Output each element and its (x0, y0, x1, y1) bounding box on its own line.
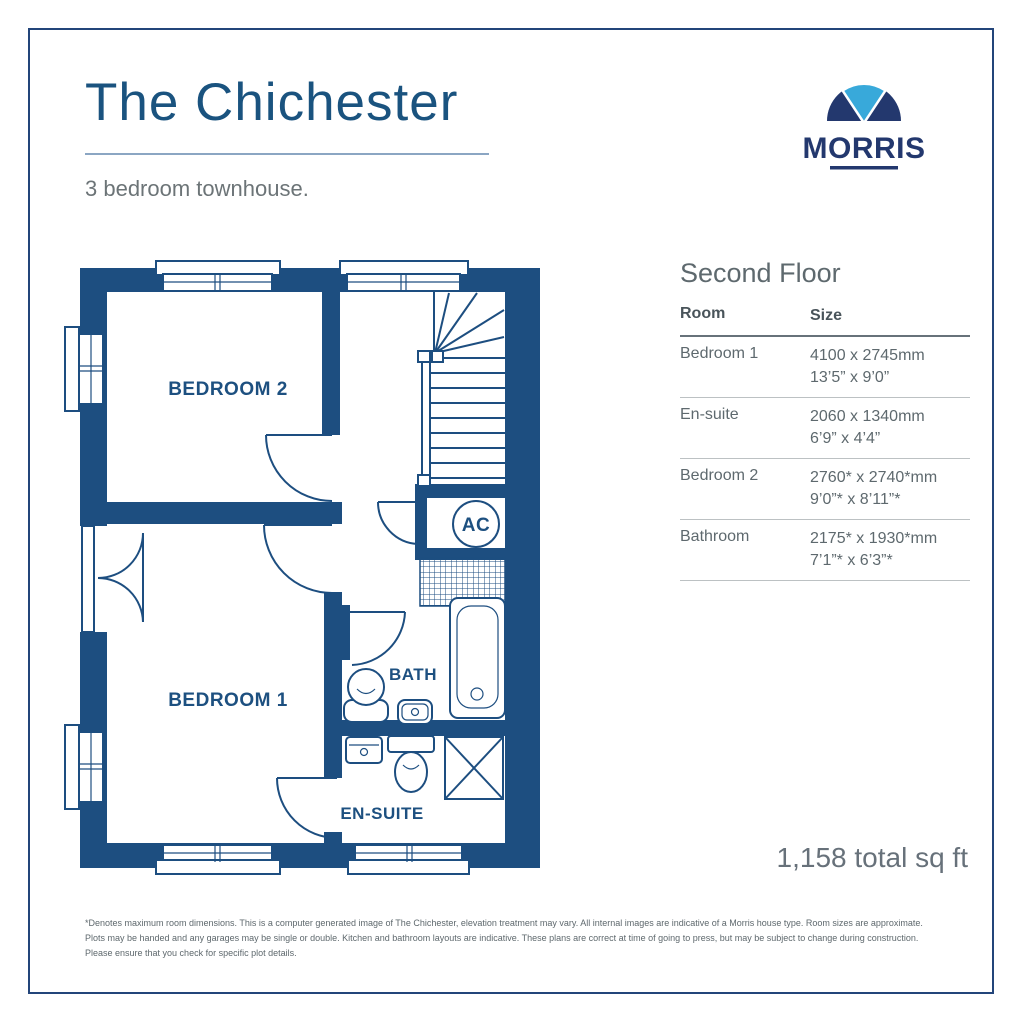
window (347, 844, 470, 875)
sink-icon (397, 699, 433, 725)
door-swing (265, 434, 333, 502)
shower-icon (444, 736, 504, 800)
bathtub-icon (449, 597, 506, 719)
table-row: Bedroom 2 2760* x 2740*mm 9’0”* x 8’11”* (680, 459, 970, 520)
ac-cupboard: AC (452, 500, 500, 548)
door-swing (276, 777, 338, 839)
column-header-room: Room (680, 305, 726, 322)
stair-handrail (421, 359, 431, 479)
bedroom1-label: BEDROOM 1 (168, 690, 288, 711)
sink-icon (345, 736, 383, 764)
table-row: Bathroom 2175* x 1930*mm 7’1”* x 6’3”* (680, 520, 970, 581)
door-swing (350, 611, 406, 666)
ensuite-label: EN-SUITE (340, 804, 423, 823)
window (155, 844, 281, 875)
window (155, 260, 281, 292)
room-size: 2760* x 2740*mm 9’0”* x 8’11”* (810, 469, 938, 508)
room-name: Bathroom (680, 528, 750, 545)
room-name: Bedroom 2 (680, 467, 759, 484)
table-row: En-suite 2060 x 1340mm 6’9” x 4’4” (680, 398, 970, 459)
french-doors (80, 525, 144, 633)
room-size: 2060 x 1340mm 6’9” x 4’4” (810, 408, 925, 447)
floor-size-table: Second Floor Room Size Bedroom 1 4100 x … (680, 258, 970, 581)
ac-label: AC (462, 515, 490, 536)
window (64, 724, 104, 810)
toilet-icon (387, 735, 435, 793)
logo-wedge-icon (840, 82, 888, 126)
disclaimer-text: *Denotes maximum room dimensions. This i… (85, 918, 923, 958)
bedroom2-label: BEDROOM 2 (168, 379, 288, 400)
staircase (417, 292, 505, 487)
floorplan: AC BEDROOM 2 BEDROOM 1 BATH EN-SUITE (64, 260, 540, 875)
interior-walls (96, 292, 505, 843)
table-header: Room Size (680, 305, 970, 337)
table-row: Bedroom 1 4100 x 2745mm 13’5” x 9’0” (680, 337, 970, 398)
total-area: 1,158 total sq ft (776, 842, 968, 873)
column-header-size: Size (810, 307, 843, 324)
room-size: 2175* x 1930*mm 7’1”* x 6’3”* (810, 530, 938, 569)
logo-wordmark: MORRIS (803, 132, 926, 165)
bath-label: BATH (389, 665, 437, 684)
door-swing (376, 501, 419, 545)
page-border (28, 28, 994, 994)
floor-heading: Second Floor (680, 258, 841, 288)
room-name: Bedroom 1 (680, 345, 759, 362)
door-swing (263, 524, 333, 594)
logo-underline (830, 166, 898, 170)
window (64, 326, 104, 412)
morris-logo: MORRIS (803, 82, 926, 170)
room-name: En-suite (680, 406, 739, 423)
toilet-icon (343, 668, 389, 723)
window (339, 260, 469, 292)
room-size: 4100 x 2745mm 13’5” x 9’0” (810, 347, 925, 386)
page-title: The Chichester (85, 73, 459, 132)
title-underline (85, 153, 489, 155)
page-subtitle: 3 bedroom townhouse. (85, 176, 309, 201)
